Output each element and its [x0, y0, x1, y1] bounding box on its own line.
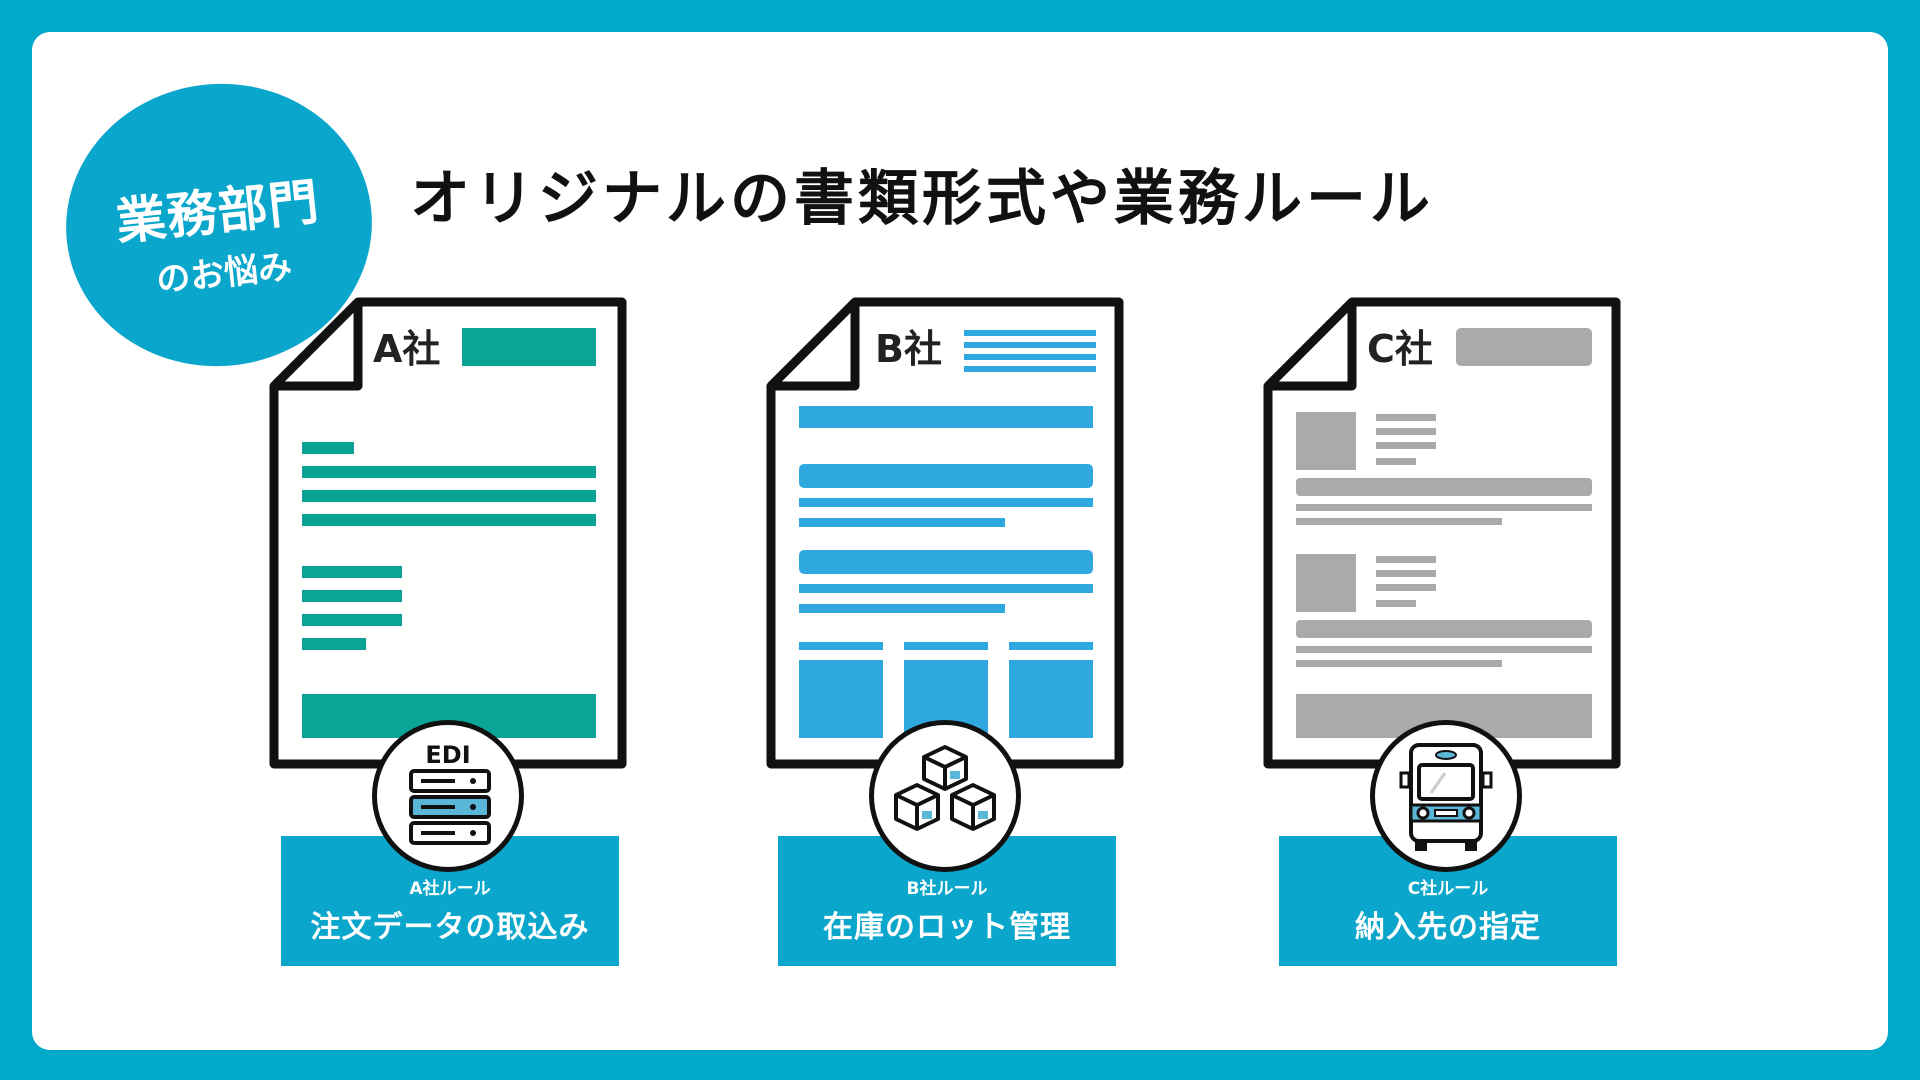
doc-a-label: A社: [373, 327, 440, 371]
rule-box-b: B社ルール 在庫のロット管理: [778, 836, 1116, 966]
edi-server-icon: EDI: [372, 720, 524, 872]
document-a: A社: [268, 296, 628, 770]
rule-label-a: A社ルール: [409, 879, 491, 899]
rule-label-c: C社ルール: [1407, 879, 1489, 899]
rule-text-c: 納入先の指定: [1355, 910, 1541, 945]
doc-c-label: C社: [1367, 327, 1433, 371]
rule-label-b: B社ルール: [906, 879, 988, 899]
delivery-truck-icon: [1370, 720, 1522, 872]
rule-text-b: 在庫のロット管理: [823, 910, 1071, 945]
rule-text-a: 注文データの取込み: [310, 910, 590, 945]
document-c: C社: [1262, 296, 1622, 770]
page-title: オリジナルの書類形式や業務ルール: [410, 164, 1434, 234]
stacked-boxes-icon: [869, 720, 1021, 872]
doc-b-label: B社: [875, 327, 942, 371]
document-b: B社: [765, 296, 1125, 770]
edi-icon-text: EDI: [425, 741, 471, 769]
